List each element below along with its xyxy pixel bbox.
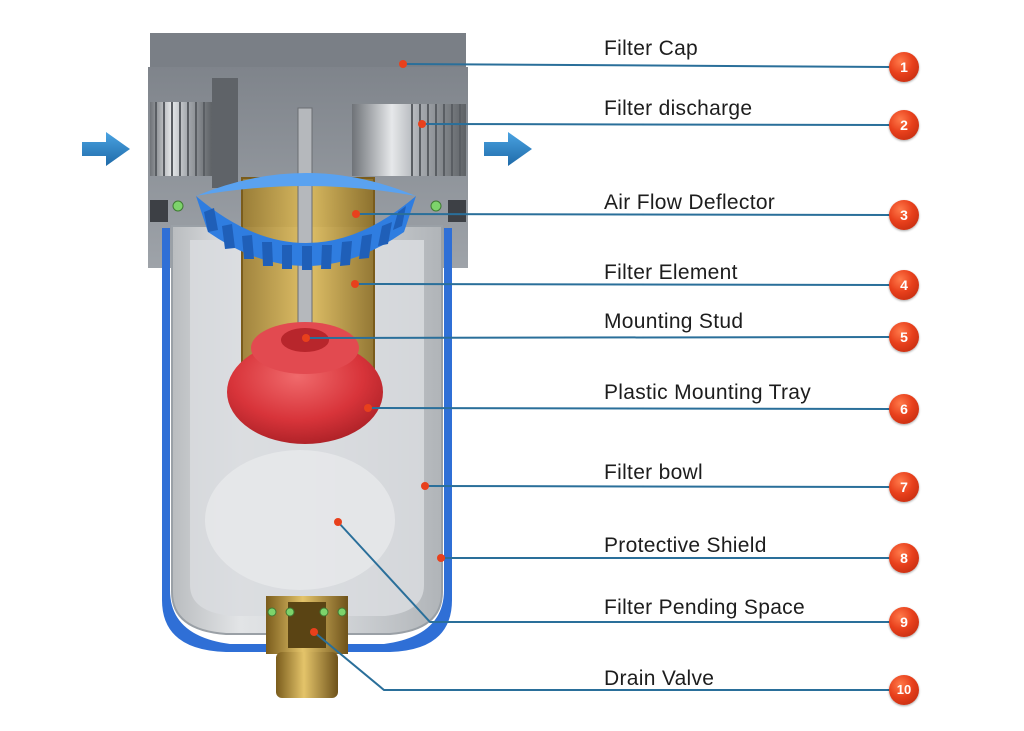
label-filter-cap: Filter Cap xyxy=(604,37,699,60)
o-ring-seal xyxy=(172,200,184,212)
label-drain-valve: Drain Valve xyxy=(604,667,715,690)
leader-lines xyxy=(305,63,893,691)
label-filter-pending-space: Filter Pending Space xyxy=(604,596,805,619)
leader-line xyxy=(367,407,893,410)
filter-pending-space xyxy=(205,450,395,590)
label-filter-discharge: Filter discharge xyxy=(604,97,753,120)
label-air-flow-deflector: Air Flow Deflector xyxy=(604,191,776,214)
o-ring-seal xyxy=(430,200,442,212)
arrow-right-icon xyxy=(484,132,532,166)
mounting-stud xyxy=(297,107,313,349)
leader-endpoints xyxy=(302,60,445,636)
badge-7: 7 xyxy=(889,472,919,502)
label-plastic-mounting-tray: Plastic Mounting Tray xyxy=(604,381,812,404)
leader-line xyxy=(421,123,893,126)
leader-line xyxy=(355,213,893,216)
badge-8: 8 xyxy=(889,543,919,573)
badge-1: 1 xyxy=(889,52,919,82)
badge-2: 2 xyxy=(889,110,919,140)
badge-10: 10 xyxy=(889,675,919,705)
badge-9: 9 xyxy=(889,607,919,637)
badge-6: 6 xyxy=(889,394,919,424)
filter-discharge-port xyxy=(352,104,466,176)
badge-4: 4 xyxy=(889,270,919,300)
badge-3: 3 xyxy=(889,200,919,230)
air-flow-deflector xyxy=(196,173,416,270)
drain-valve xyxy=(266,596,348,698)
plastic-mounting-tray xyxy=(227,322,383,444)
leader-line xyxy=(402,63,893,68)
arrow-right-icon xyxy=(82,132,130,166)
badge-5: 5 xyxy=(889,322,919,352)
label-filter-bowl: Filter bowl xyxy=(604,461,703,484)
leader-line xyxy=(313,631,892,691)
label-filter-element: Filter Element xyxy=(604,261,738,284)
inner-channel xyxy=(212,78,238,188)
leader-line xyxy=(424,485,893,488)
leader-line xyxy=(337,521,892,623)
label-protective-shield: Protective Shield xyxy=(604,534,767,557)
inlet-port xyxy=(150,102,212,176)
label-mounting-stud: Mounting Stud xyxy=(604,310,744,333)
leader-line xyxy=(305,336,893,339)
leader-line xyxy=(354,283,893,286)
